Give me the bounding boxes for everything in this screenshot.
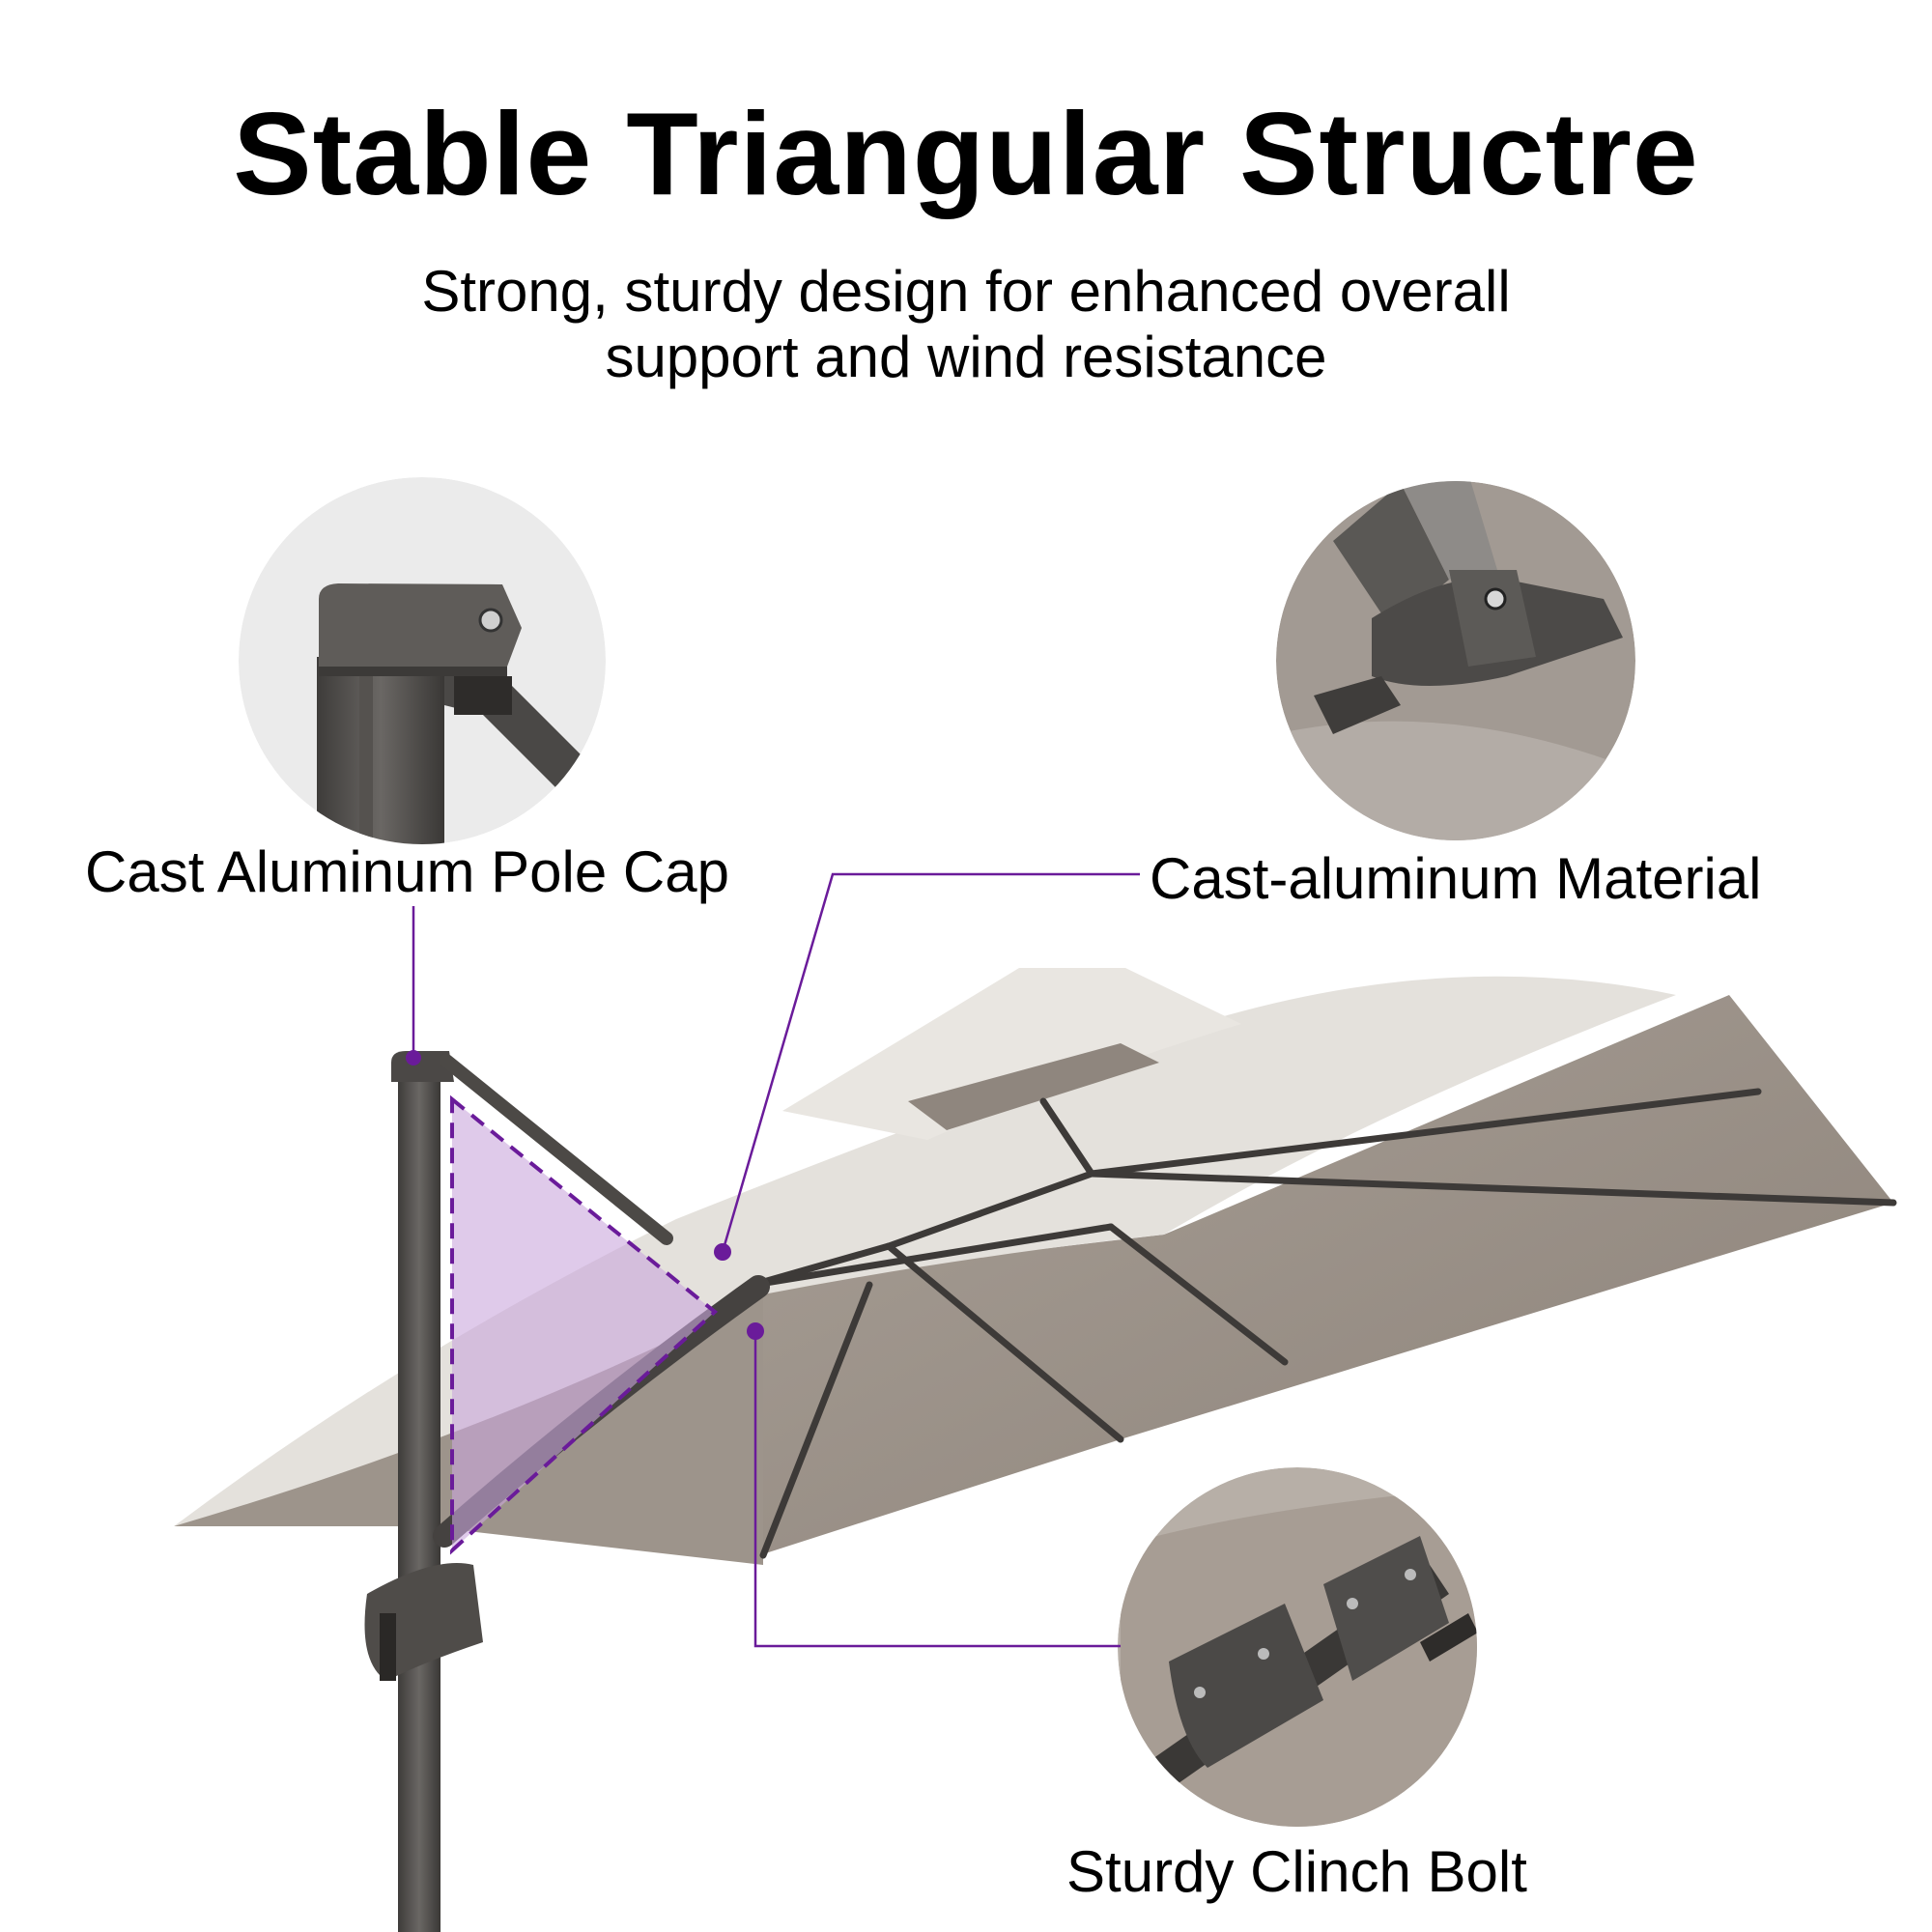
bolt-callout-dot xyxy=(747,1322,764,1340)
material-detail-photo xyxy=(1276,481,1635,840)
subtitle-line-1: Strong, sturdy design for enhanced overa… xyxy=(421,259,1511,324)
bolt-detail-photo xyxy=(1118,1467,1477,1827)
material-leader-line xyxy=(721,872,1140,1253)
pole-cap-callout-dot xyxy=(406,1050,421,1065)
pole-cap-label: Cast Aluminum Pole Cap xyxy=(85,839,729,904)
bolt-label: Sturdy Clinch Bolt xyxy=(1066,1839,1527,1904)
pole-cap-detail-photo xyxy=(239,477,606,844)
subtitle-line-2: support and wind resistance xyxy=(605,325,1327,389)
page-title: Stable Triangular Structre xyxy=(233,88,1699,219)
material-label: Cast-aluminum Material xyxy=(1150,846,1762,911)
page-subtitle: Strong, sturdy design for enhanced overa… xyxy=(0,259,1932,390)
triangle-highlight xyxy=(450,1094,719,1555)
bolt-leader-line xyxy=(753,1331,1121,1648)
material-callout-dot xyxy=(714,1243,731,1261)
callout-leaders xyxy=(412,872,1140,1648)
